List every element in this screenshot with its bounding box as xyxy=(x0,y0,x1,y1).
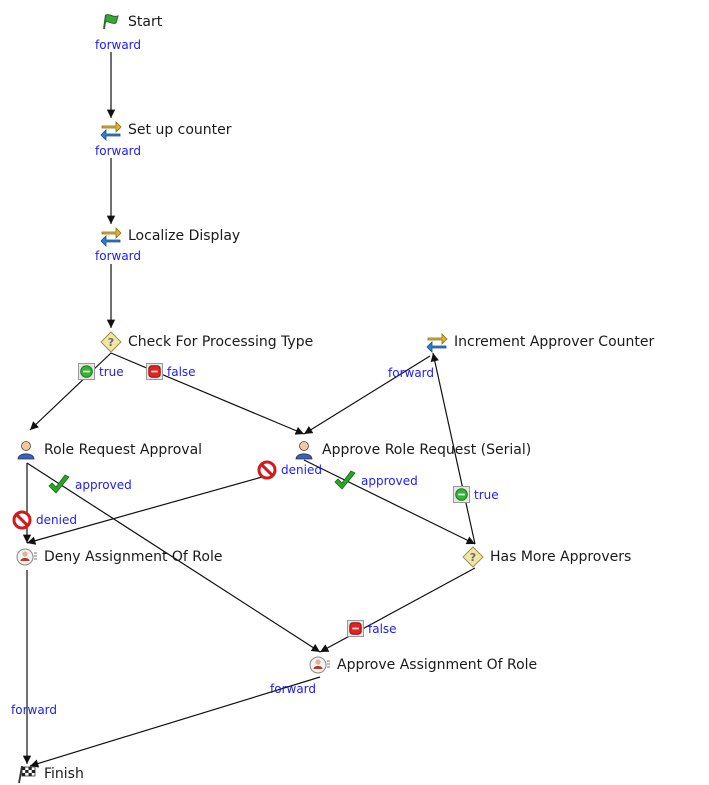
node-label: Increment Approver Counter xyxy=(454,334,655,350)
node-label: Approve Assignment Of Role xyxy=(337,657,538,673)
edge-label-role-request-denied[interactable]: denied xyxy=(12,510,77,530)
transfer-arrows-icon xyxy=(100,227,122,247)
edge-label-approve-assign-forward[interactable]: forward xyxy=(270,682,316,696)
user-badge-icon xyxy=(309,656,330,674)
edge-has-more-to-approve-assign xyxy=(319,567,476,653)
edge-label-deny-forward[interactable]: forward xyxy=(11,703,57,717)
node-start[interactable]: Start xyxy=(100,10,162,34)
transfer-arrows-icon xyxy=(426,333,448,353)
edge-label-has-more-true[interactable]: true xyxy=(453,486,499,503)
node-check-processing-type[interactable]: ? Check For Processing Type xyxy=(100,330,313,354)
edge-label-text: true xyxy=(99,364,124,379)
node-label: Deny Assignment Of Role xyxy=(44,549,223,565)
edge-label-text: approved xyxy=(361,474,418,488)
node-increment-approver-counter[interactable]: Increment Approver Counter xyxy=(426,330,654,354)
no-entry-icon xyxy=(12,510,32,530)
edge-label-text: false xyxy=(167,364,196,379)
edge-label-text: approved xyxy=(75,478,132,492)
decision-diamond-icon: ? xyxy=(462,546,484,568)
decision-diamond-icon: ? xyxy=(100,331,122,353)
node-set-up-counter[interactable]: Set up counter xyxy=(100,118,232,142)
edge-approve-serial-to-deny xyxy=(26,476,263,545)
user-approval-icon xyxy=(295,441,313,460)
edge-label-text: forward xyxy=(95,249,142,263)
edge-label-approve-serial-denied[interactable]: denied xyxy=(257,460,322,480)
svg-text:?: ? xyxy=(108,336,114,349)
green-checkmark-icon xyxy=(334,470,356,490)
node-role-request-approval[interactable]: Role Request Approval xyxy=(16,438,202,462)
node-label: Approve Role Request (Serial) xyxy=(322,442,532,458)
node-finish[interactable]: Finish xyxy=(16,762,84,785)
node-label: Role Request Approval xyxy=(44,442,203,458)
edge-label-text: false xyxy=(368,621,397,636)
edge-has-more-to-increment xyxy=(430,352,476,545)
edge-role-request-to-approve-assign xyxy=(26,462,321,653)
node-label: Localize Display xyxy=(128,228,241,244)
user-approval-icon xyxy=(17,441,35,460)
node-approve-role-request-serial[interactable]: Approve Role Request (Serial) xyxy=(294,438,531,462)
edge-label-start-forward[interactable]: forward xyxy=(95,38,141,52)
edge-label-increment-forward[interactable]: forward xyxy=(388,366,434,380)
node-deny-assignment-of-role[interactable]: Deny Assignment Of Role xyxy=(16,545,222,569)
edge-label-text: forward xyxy=(270,682,317,696)
svg-text:?: ? xyxy=(470,551,476,564)
green-checkmark-icon xyxy=(48,474,70,494)
checkered-flag-icon xyxy=(18,765,36,784)
edge-approve-serial-to-has-more xyxy=(303,459,476,545)
no-entry-icon xyxy=(257,460,277,480)
green-check-button-icon xyxy=(453,486,470,503)
edge-label-text: forward xyxy=(388,366,435,380)
edge-label-localize-forward[interactable]: forward xyxy=(95,249,141,263)
edge-label-text: true xyxy=(474,487,499,502)
edge-label-text: denied xyxy=(281,463,322,477)
edge-label-text: forward xyxy=(11,703,58,717)
node-approve-assignment-of-role[interactable]: Approve Assignment Of Role xyxy=(309,653,537,677)
node-has-more-approvers[interactable]: ? Has More Approvers xyxy=(462,545,631,569)
red-stop-button-icon xyxy=(146,363,163,380)
node-label: Has More Approvers xyxy=(490,549,632,565)
node-label: Set up counter xyxy=(128,122,232,138)
red-stop-button-icon xyxy=(347,620,364,637)
node-localize-display[interactable]: Localize Display xyxy=(100,224,240,248)
edge-approve-assign-to-finish xyxy=(29,676,321,768)
green-check-button-icon xyxy=(78,363,95,380)
green-flag-icon xyxy=(103,14,119,30)
transfer-arrows-icon xyxy=(100,121,122,141)
node-label: Check For Processing Type xyxy=(128,334,314,350)
edge-label-check-false[interactable]: false xyxy=(146,363,196,380)
edge-label-approve-serial-approved[interactable]: approved xyxy=(333,470,418,492)
edge-label-text: forward xyxy=(95,144,142,158)
edge-check-to-role-request xyxy=(29,352,112,431)
edge-label-setup-forward[interactable]: forward xyxy=(95,144,141,158)
user-badge-icon xyxy=(16,548,37,566)
edge-label-role-request-approved[interactable]: approved xyxy=(47,474,132,496)
edge-label-has-more-false[interactable]: false xyxy=(347,620,397,637)
edge-label-text: denied xyxy=(36,513,77,527)
edge-label-text: forward xyxy=(95,38,142,52)
edge-increment-to-approve-serial xyxy=(303,355,431,435)
edge-label-check-true[interactable]: true xyxy=(78,363,124,380)
node-label: Start xyxy=(128,14,163,30)
node-label: Finish xyxy=(44,766,84,782)
edge-check-to-approve-serial xyxy=(110,352,305,435)
